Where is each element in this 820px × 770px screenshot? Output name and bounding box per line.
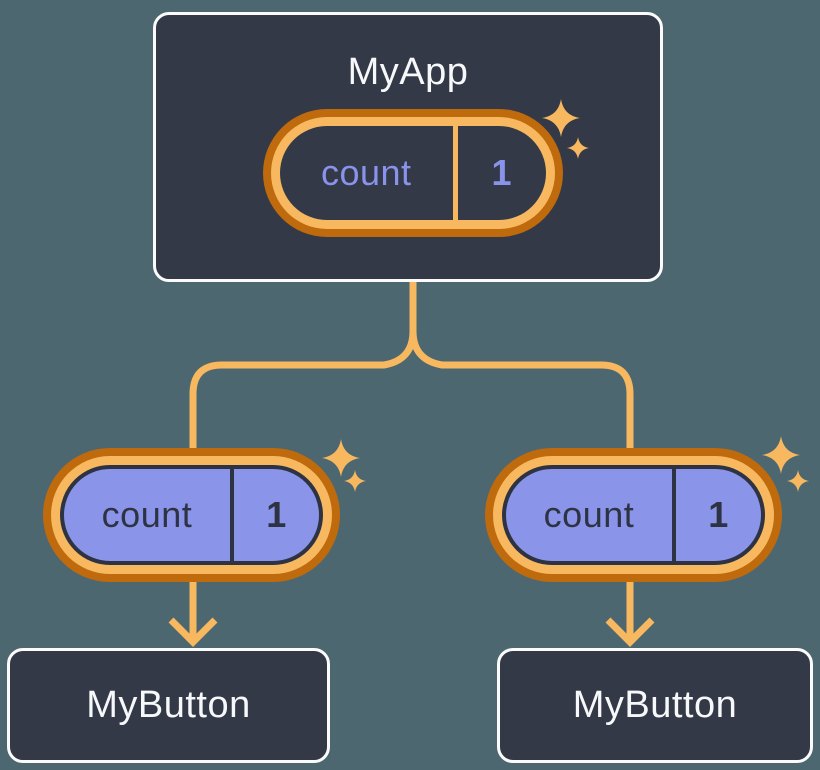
state-pill-ring: count 1 <box>271 117 555 229</box>
sparkle-star-large <box>762 436 800 474</box>
pill-divider <box>671 469 676 561</box>
sparkle-star-small <box>567 137 590 160</box>
sparkle-star-small <box>787 470 810 493</box>
component-node-mybutton: MyButton <box>7 648 330 763</box>
sparkle-star-large <box>322 439 360 477</box>
component-title: MyApp <box>347 51 469 93</box>
state-pill: count 1 <box>263 109 563 237</box>
sparkle-icon <box>322 439 367 493</box>
state-name-label: count <box>320 152 412 193</box>
prop-pill-ring: count 1 <box>51 456 332 574</box>
prop-pill: count 1 <box>43 448 340 582</box>
prop-name-label: count <box>543 494 635 535</box>
component-title: MyButton <box>86 684 251 726</box>
sparkle-icon <box>762 436 810 493</box>
sparkle-icon <box>542 99 590 160</box>
connector-branch-right <box>409 282 634 582</box>
prop-value-label: 1 <box>266 494 287 535</box>
pill-divider <box>452 126 458 220</box>
prop-pill-ring: count 1 <box>493 456 774 574</box>
state-value-label: 1 <box>491 152 513 193</box>
prop-name-label: count <box>101 494 193 535</box>
component-node-mybutton: MyButton <box>497 648 813 763</box>
prop-value-label: 1 <box>708 494 729 535</box>
arrow-down-icon <box>605 617 655 647</box>
arrow-down-icon <box>168 617 218 647</box>
pill-divider <box>229 469 234 561</box>
state-pill-core: count 1 <box>280 126 546 220</box>
sparkle-star-large <box>542 99 580 137</box>
prop-pill-core: count 1 <box>502 465 765 565</box>
sparkle-star-small <box>344 470 367 493</box>
component-title: MyButton <box>572 684 738 726</box>
prop-pill: count 1 <box>485 448 782 582</box>
prop-pill-core: count 1 <box>60 465 323 565</box>
